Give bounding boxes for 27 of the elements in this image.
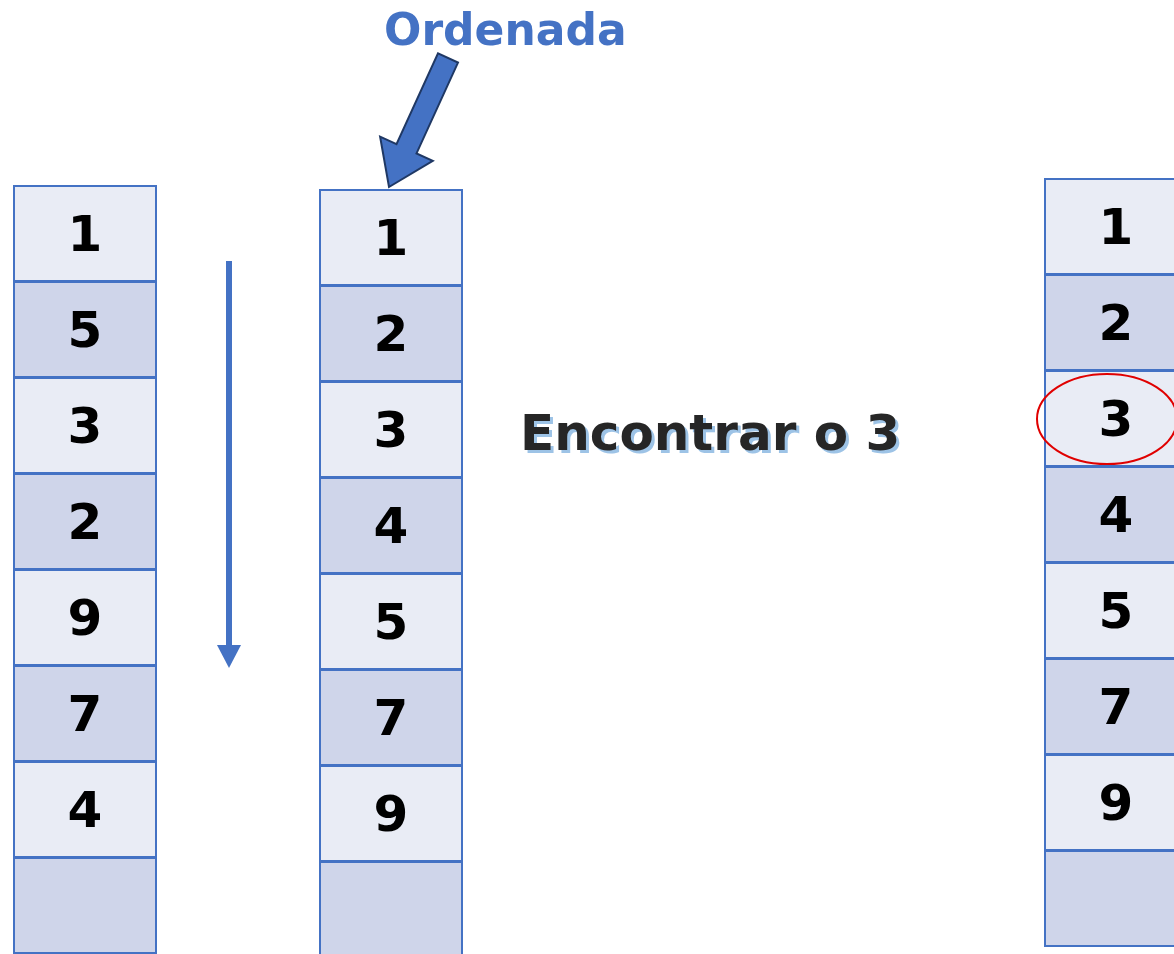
array-cell: 1 (319, 189, 463, 286)
array-cell: 5 (13, 281, 157, 378)
search-label: Encontrar o 3 (520, 404, 901, 462)
heading: Ordenada (384, 4, 627, 55)
array-cell: 3 (319, 381, 463, 478)
array-cell: 9 (1044, 754, 1174, 851)
empty-array-cell (1044, 850, 1174, 947)
array-cell: 3 (1044, 370, 1174, 467)
array-cell: 1 (1044, 178, 1174, 275)
array-cell: 5 (319, 573, 463, 670)
array-cell: 5 (1044, 562, 1174, 659)
array-cell: 7 (1044, 658, 1174, 755)
array-cell: 4 (1044, 466, 1174, 563)
empty-array-cell (319, 861, 463, 954)
array-cell: 2 (1044, 274, 1174, 371)
array-cell: 3 (13, 377, 157, 474)
array-cell: 2 (319, 285, 463, 382)
block-arrow (378, 52, 460, 189)
array-cell: 7 (319, 669, 463, 766)
array-cell: 2 (13, 473, 157, 570)
array-cell: 1 (13, 185, 157, 282)
array-cell: 9 (13, 569, 157, 666)
array-cell: 4 (13, 761, 157, 858)
array-cell: 4 (319, 477, 463, 574)
empty-array-cell (13, 857, 157, 954)
array-cell: 9 (319, 765, 463, 862)
array-cell: 7 (13, 665, 157, 762)
